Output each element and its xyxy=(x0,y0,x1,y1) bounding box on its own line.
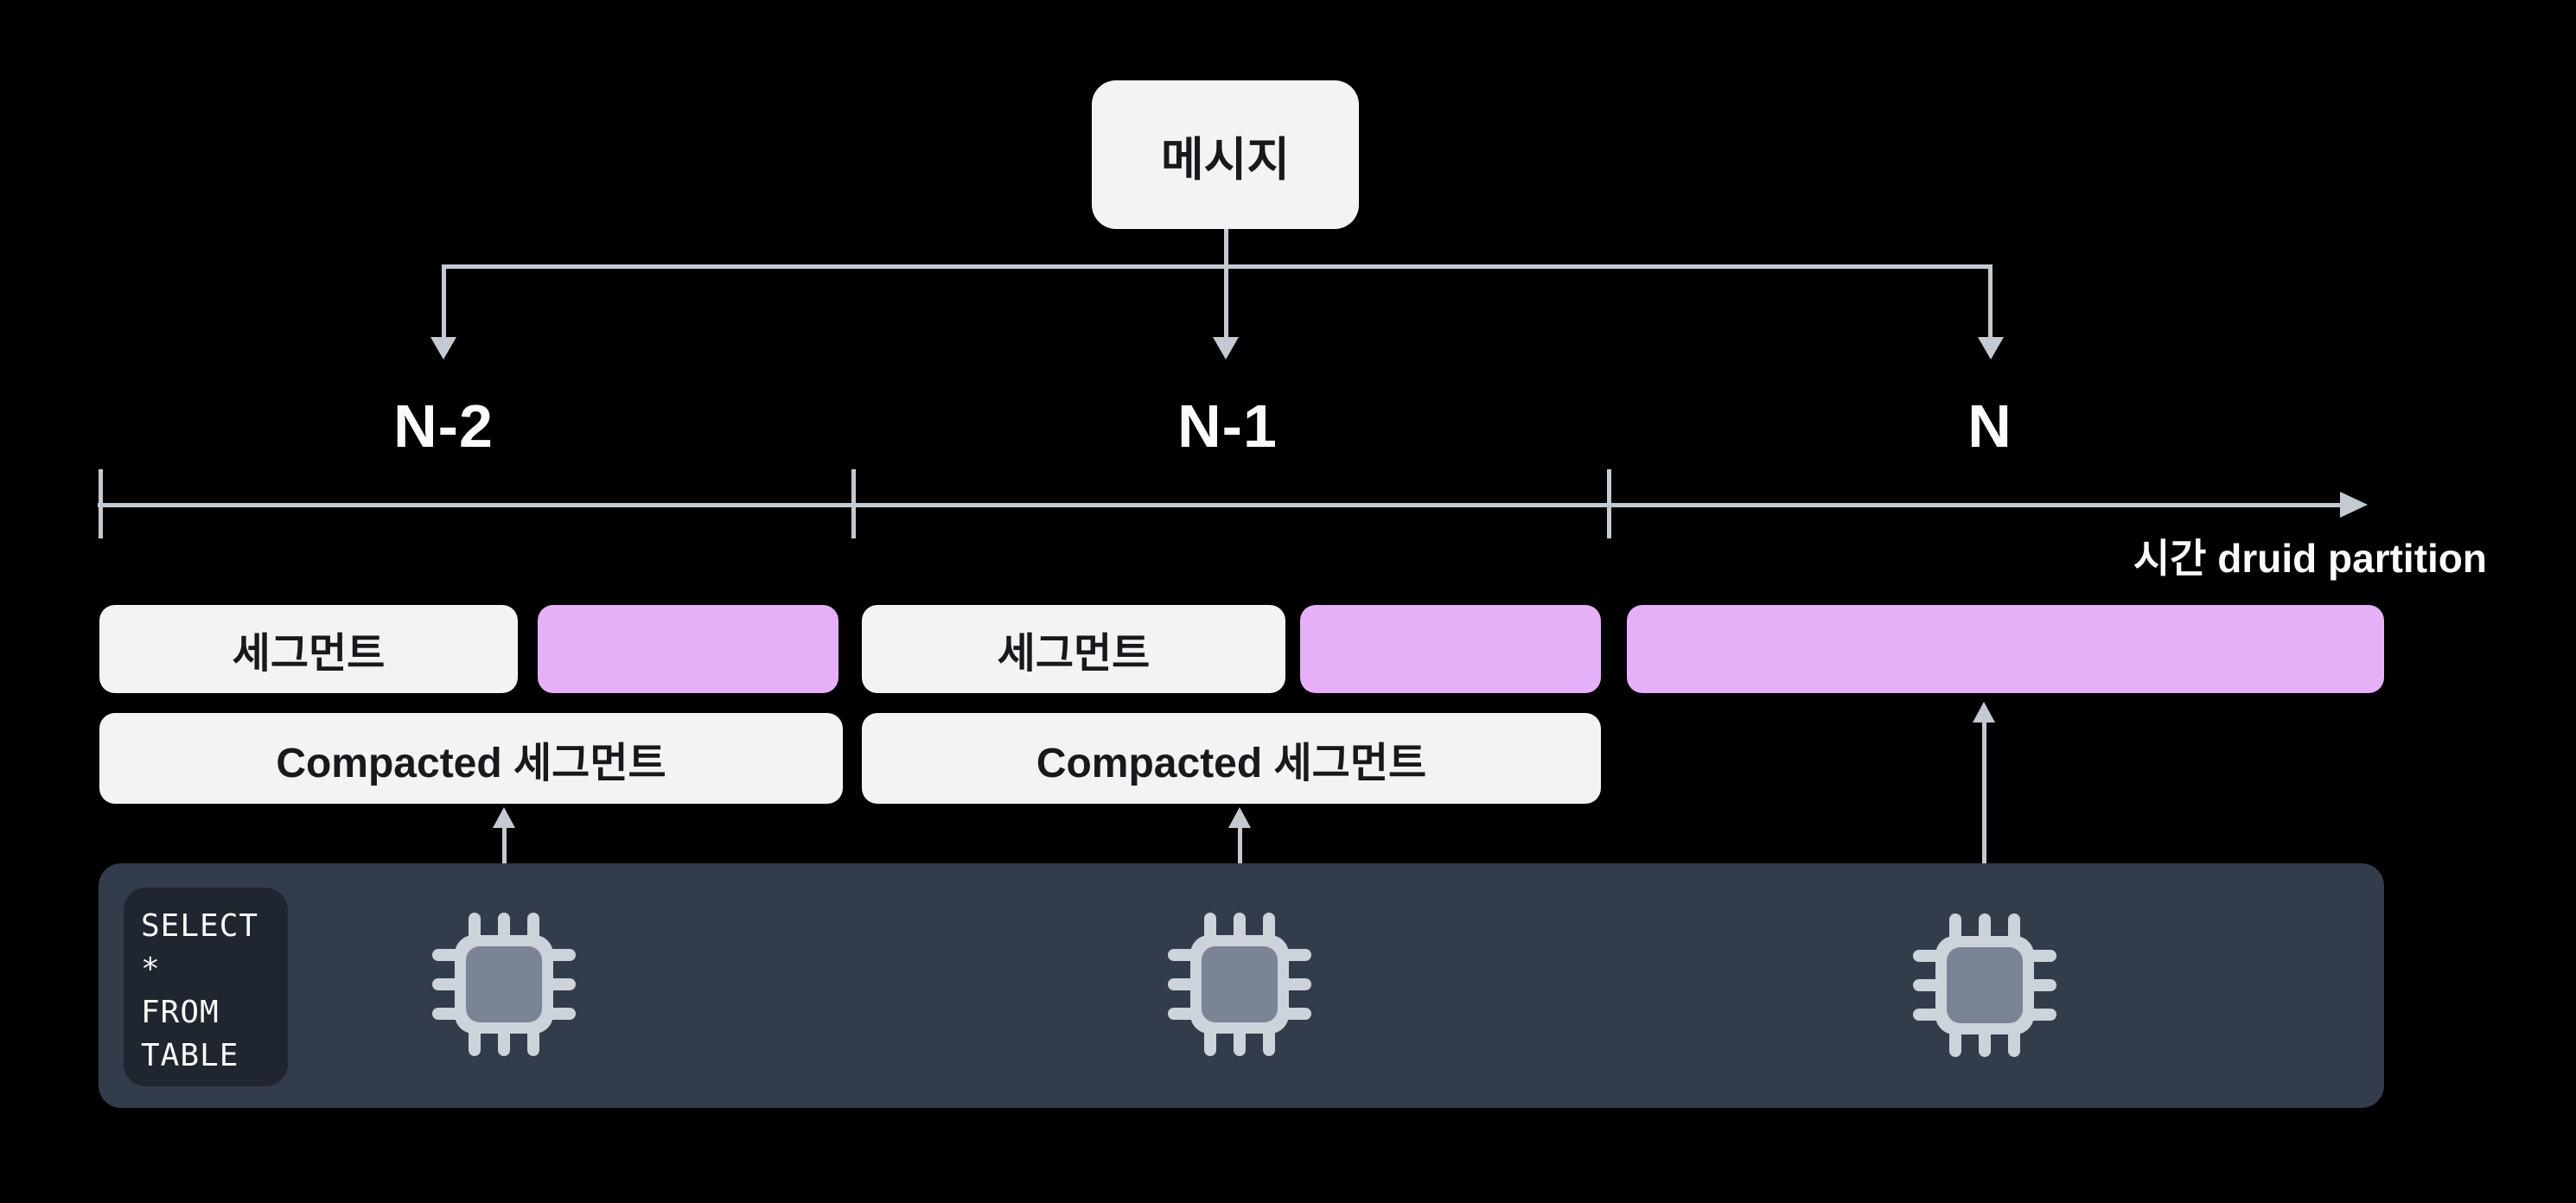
segment-box-2-label: 세그먼트 xyxy=(997,631,1151,677)
timeline-arrowhead-icon xyxy=(2340,492,2368,518)
up-arrow-line-3 xyxy=(1982,721,1986,894)
branch-line xyxy=(442,264,1991,269)
timeline-tick-1 xyxy=(99,469,103,538)
timeline-tick-3 xyxy=(1607,469,1611,538)
up-arrow-line-2 xyxy=(1238,826,1242,888)
timeline-axis-label: 시간 druid partition xyxy=(2133,532,2487,581)
up-arrowhead-icon-1 xyxy=(493,807,515,828)
cpu-chip-icon-3 xyxy=(1913,913,2056,1057)
partition-label-n-1-text: N-1 xyxy=(1177,391,1278,460)
segment-box-1-label: 세그먼트 xyxy=(232,631,386,677)
branch-drop-line-3 xyxy=(1988,264,1993,337)
partition-label-n-2-text: N-2 xyxy=(393,391,494,460)
partition-label-n-2: N-2 xyxy=(357,389,530,462)
message-stub-line xyxy=(1224,229,1228,269)
sql-code-block: SELECT * FROM TABLE xyxy=(124,888,288,1086)
up-arrow-line-1 xyxy=(502,826,507,889)
segment-box-purple-3 xyxy=(1627,605,2384,693)
partition-label-n: N xyxy=(1903,389,2076,462)
down-arrowhead-icon-2 xyxy=(1213,337,1239,360)
down-arrowhead-icon-1 xyxy=(430,337,456,360)
partition-label-n-text: N xyxy=(1967,391,2012,460)
segment-box-1: 세그먼트 xyxy=(99,605,518,693)
branch-drop-line-1 xyxy=(442,264,446,337)
sql-code-line-4: TABLE xyxy=(141,1038,239,1073)
sql-code-line-1: SELECT xyxy=(141,908,259,944)
message-box-label: 메시지 xyxy=(1160,133,1291,186)
branch-drop-line-2 xyxy=(1224,264,1228,337)
up-arrowhead-icon-3 xyxy=(1973,702,1995,722)
timeline-tick-2 xyxy=(851,469,856,538)
segment-box-purple-2 xyxy=(1300,605,1601,693)
cpu-chip-icon-2 xyxy=(1168,913,1311,1056)
segment-box-purple-1 xyxy=(538,605,838,693)
compacted-segment-box-2: Compacted 세그먼트 xyxy=(862,713,1601,804)
compacted-segment-box-1-label: Compacted 세그먼트 xyxy=(276,740,666,786)
timeline-axis-label-text: 시간 druid partition xyxy=(2133,536,2487,581)
down-arrowhead-icon-3 xyxy=(1978,337,2004,360)
timeline-axis-line xyxy=(98,503,2340,507)
up-arrowhead-icon-2 xyxy=(1228,807,1251,828)
cpu-chip-icon-1 xyxy=(432,913,576,1056)
message-box: 메시지 xyxy=(1092,80,1359,229)
partition-label-n-1: N-1 xyxy=(1141,389,1314,462)
sql-code-line-3: FROM xyxy=(141,995,220,1030)
compacted-segment-box-2-label: Compacted 세그먼트 xyxy=(1036,740,1427,786)
sql-code-line-2: * xyxy=(141,952,161,987)
segment-box-2: 세그먼트 xyxy=(862,605,1285,693)
compacted-segment-box-1: Compacted 세그먼트 xyxy=(99,713,843,804)
